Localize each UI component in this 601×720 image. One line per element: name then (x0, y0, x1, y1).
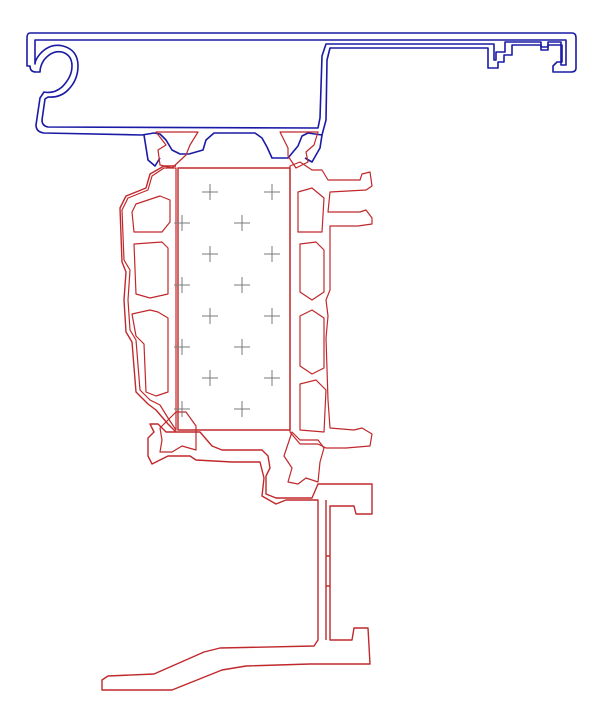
panel-plus-mark (264, 308, 280, 324)
top-frame-inner-outline (34, 39, 567, 129)
panel-plus-mark (202, 246, 218, 262)
panel-plus-mark (234, 401, 250, 417)
sash-left-hatched-wall (121, 167, 177, 431)
panel-plus-mark (202, 370, 218, 386)
panel-plus-mark (264, 370, 280, 386)
lower-frame-lip (326, 555, 330, 587)
panel-plus-mark (234, 277, 250, 293)
lower-frame-outline (101, 423, 373, 691)
lower-frame-profile (101, 423, 373, 691)
thermal-break-bottom-right (283, 431, 325, 485)
sash-right-profile (289, 161, 373, 449)
panel-plus-mark (234, 215, 250, 231)
thermal-break-top-right (279, 131, 319, 169)
thermal-break-bottom-left (159, 411, 197, 453)
panel-plus-marks (174, 184, 280, 417)
sash-left-profile (119, 165, 177, 433)
panel-plus-mark (174, 215, 190, 231)
top-frame-snap-notch-right (304, 134, 323, 163)
panel-plus-mark (202, 184, 218, 200)
panel-plus-mark (174, 277, 190, 293)
panel-plus-mark (264, 246, 280, 262)
thermal-break-strips (155, 131, 325, 485)
sash-right-hatched-wall (289, 161, 373, 449)
top-frame-outline (26, 32, 577, 159)
panel-plus-mark (174, 339, 190, 355)
sash-left-outer-outline (119, 165, 177, 433)
panel-plus-mark (202, 308, 218, 324)
panel-plus-mark (174, 401, 190, 417)
panel-outline (177, 167, 291, 431)
top-frame-profile (26, 32, 577, 167)
insulated-panel (174, 167, 291, 431)
panel-plus-mark (264, 184, 280, 200)
top-frame-snap-notch (143, 134, 161, 167)
panel-plus-mark (234, 339, 250, 355)
